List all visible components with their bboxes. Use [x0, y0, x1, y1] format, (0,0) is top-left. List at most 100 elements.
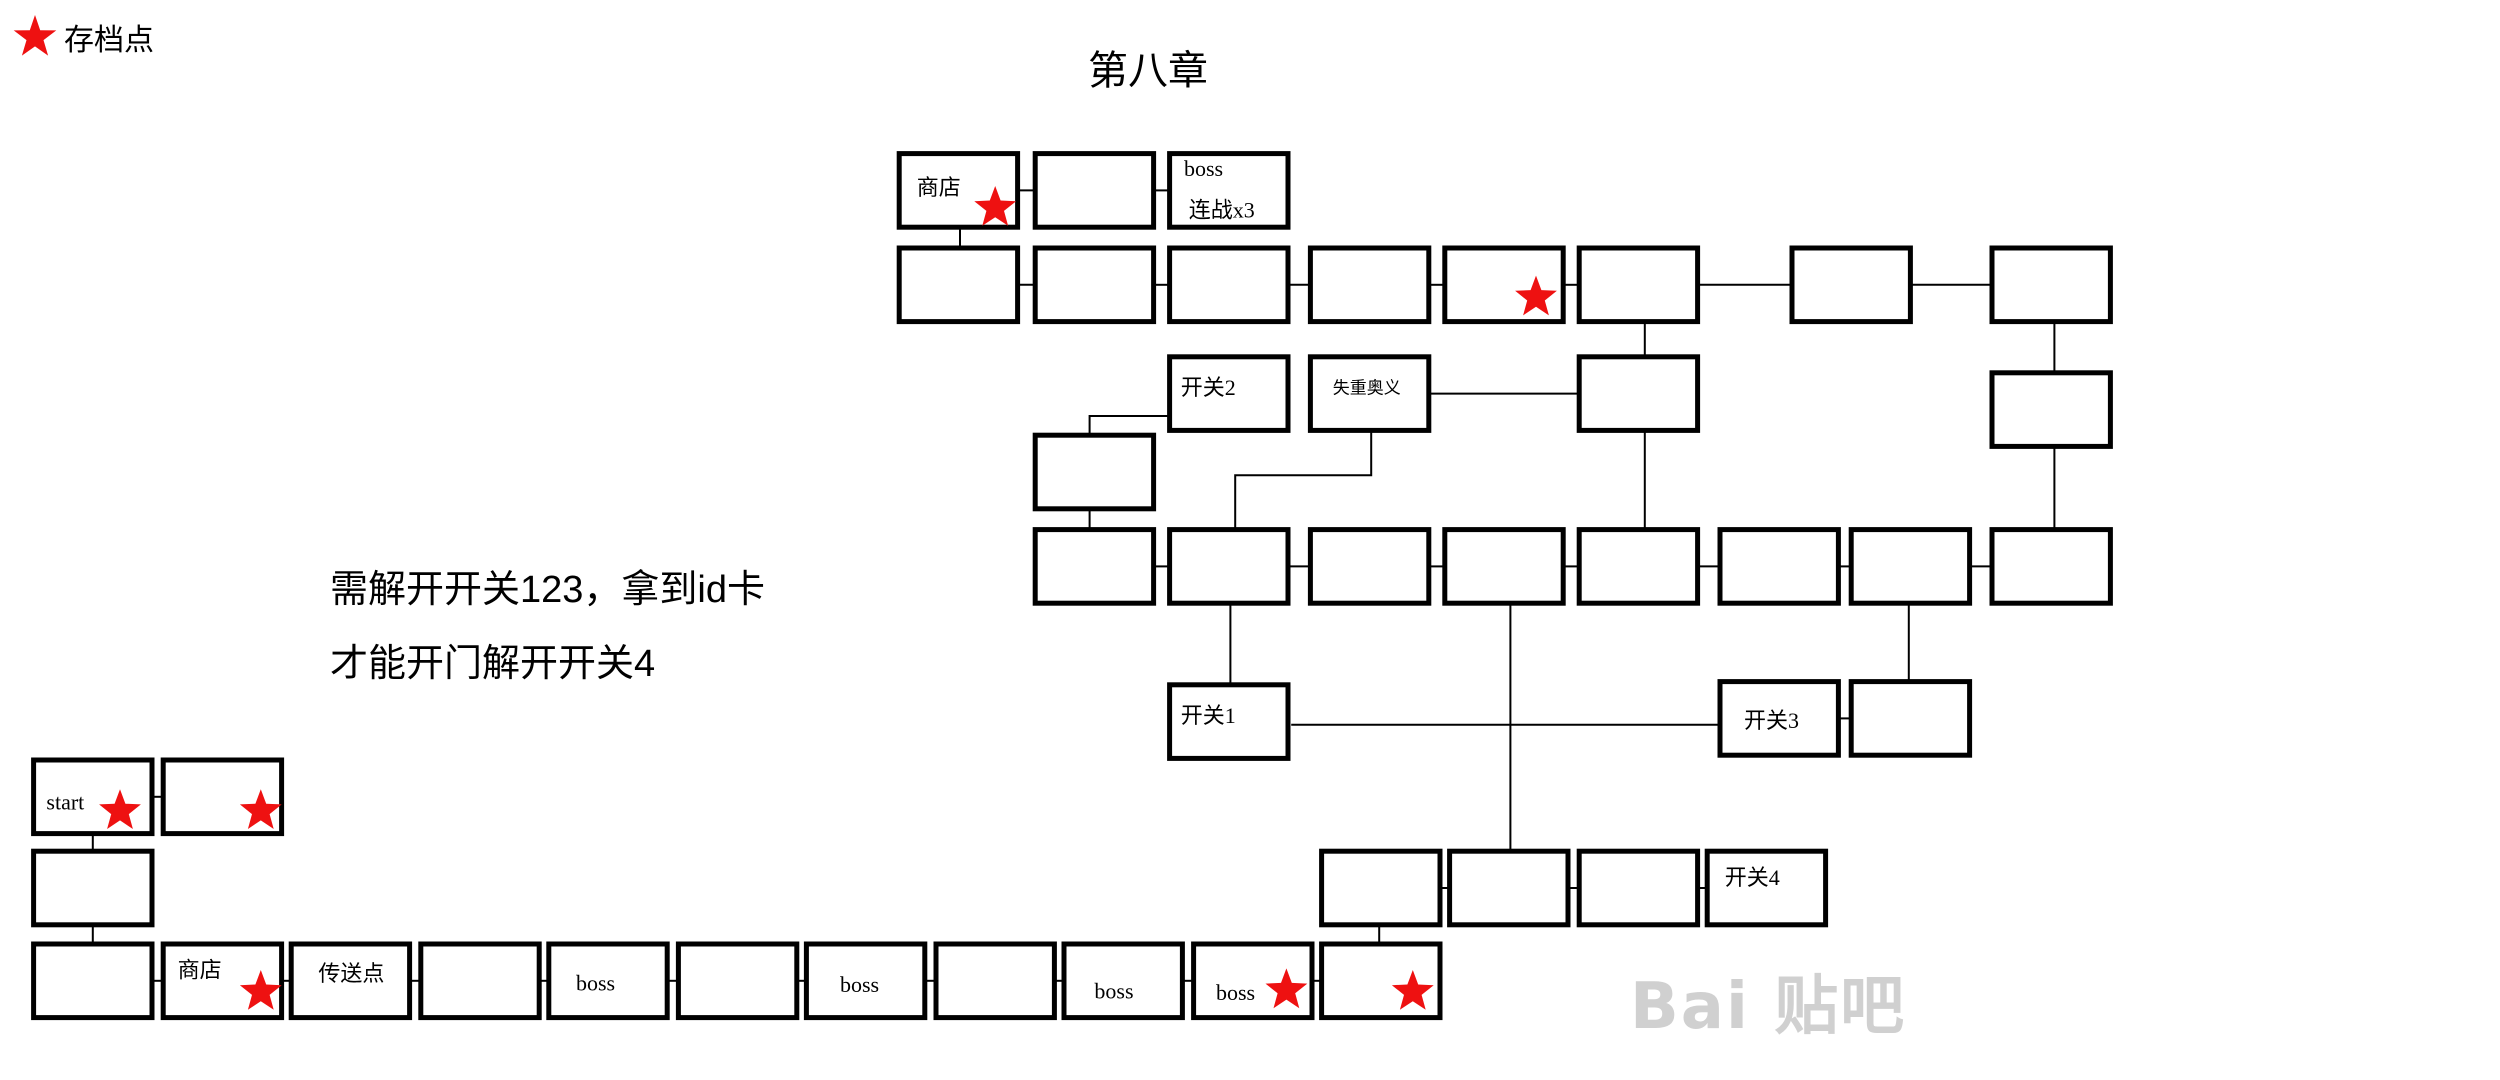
room-box	[546, 941, 670, 1021]
baidu-tieba-watermark: Bai 贴吧	[1630, 970, 1907, 1044]
room-box	[1167, 682, 1291, 761]
room-box	[1447, 848, 1571, 928]
room-u7	[1789, 245, 1913, 325]
room-box	[1717, 679, 1841, 758]
room-box	[1989, 527, 2113, 606]
room-u2	[1032, 245, 1157, 325]
room-m1	[1032, 527, 1157, 606]
room-u1	[896, 245, 1021, 325]
room-m7	[1848, 527, 1973, 606]
room-r_mid	[31, 848, 155, 928]
room-box	[803, 941, 928, 1021]
room-label: boss	[1216, 980, 1255, 1005]
room-box	[1576, 354, 1701, 433]
room-box	[31, 757, 155, 837]
room-box	[1167, 527, 1291, 606]
room-box	[1442, 527, 1566, 606]
room-box	[1704, 848, 1829, 928]
save-point-star-icon	[1515, 275, 1557, 316]
save-point-star-icon	[1391, 970, 1434, 1010]
legend: 存档点	[12, 14, 154, 60]
room-box	[1191, 941, 1315, 1021]
room-box	[1717, 527, 1841, 606]
red-star-icon	[13, 15, 57, 56]
save-point-star-icon	[974, 186, 1017, 226]
room-m4	[1442, 527, 1566, 606]
room-box	[1167, 354, 1291, 433]
room-box	[1989, 245, 2113, 325]
room-box	[288, 941, 413, 1021]
room-b9: boss	[1061, 941, 1185, 1021]
room-box	[1789, 245, 1913, 325]
room-label: boss	[576, 970, 615, 995]
room-box	[1848, 527, 1973, 606]
room-u4	[1307, 245, 1432, 325]
save-point-star-icon	[99, 789, 141, 829]
chapter-title: 第八章	[1088, 49, 1208, 93]
room-n7	[1848, 679, 1973, 758]
save-point-star-icon	[1265, 968, 1308, 1009]
room-box	[1576, 527, 1701, 606]
room-b11	[1319, 941, 1443, 1021]
room-b3: 传送点	[288, 941, 413, 1021]
room-box	[675, 941, 800, 1021]
save-point-star-icon	[239, 970, 282, 1010]
room-label: 传送点	[318, 961, 384, 986]
room-m8	[1989, 527, 2113, 606]
room-label: 商店	[178, 958, 222, 983]
room-b4	[418, 941, 542, 1021]
room-m3	[1307, 527, 1432, 606]
room-box	[1032, 527, 1157, 606]
room-label: 开关2	[1181, 375, 1236, 400]
room-box	[1167, 245, 1291, 325]
room-box	[1576, 245, 1701, 325]
room-box	[1848, 679, 1973, 758]
room-s1	[1319, 848, 1443, 928]
room-b10: boss	[1191, 941, 1315, 1021]
room-label: 连战x3	[1189, 198, 1255, 223]
room-box	[1032, 245, 1157, 325]
room-label: 商店	[917, 175, 961, 200]
room-label: 失重奥义	[1333, 379, 1401, 398]
room-sw3: 开关3	[1717, 679, 1841, 758]
room-box	[1576, 848, 1701, 928]
room-box	[160, 757, 285, 837]
room-m2	[1167, 527, 1291, 606]
room-label: 开关4	[1725, 865, 1780, 890]
room-box	[896, 245, 1021, 325]
room-label: start	[46, 790, 84, 815]
room-r_top2	[160, 757, 285, 837]
room-u5	[1442, 245, 1566, 325]
room-box	[418, 941, 542, 1021]
room-w1	[1032, 432, 1157, 512]
room-box	[1307, 354, 1432, 433]
room-b8	[933, 941, 1057, 1021]
room-label: boss	[1094, 978, 1133, 1003]
room-b6	[675, 941, 800, 1021]
room-u6	[1576, 245, 1701, 325]
room-t2	[1032, 151, 1157, 230]
room-box	[1032, 432, 1157, 512]
room-box	[933, 941, 1057, 1021]
room-s2	[1447, 848, 1571, 928]
room-sw2: 开关2	[1167, 354, 1291, 433]
room-box	[31, 941, 155, 1021]
room-b5: boss	[546, 941, 670, 1021]
room-box	[1307, 245, 1432, 325]
room-s4: 开关4	[1704, 848, 1829, 928]
room-box	[1061, 941, 1185, 1021]
room-box	[1989, 370, 2113, 449]
room-b1	[31, 941, 155, 1021]
connection-line	[1234, 430, 1373, 530]
room-u3	[1167, 245, 1291, 325]
room-start: start	[31, 757, 155, 837]
room-shiz: 失重奥义	[1307, 354, 1432, 433]
save-point-star-icon	[239, 789, 282, 829]
note-line-2: 才能开门解开开关4	[330, 643, 656, 685]
room-v6	[1576, 354, 1701, 433]
room-s3	[1576, 848, 1701, 928]
